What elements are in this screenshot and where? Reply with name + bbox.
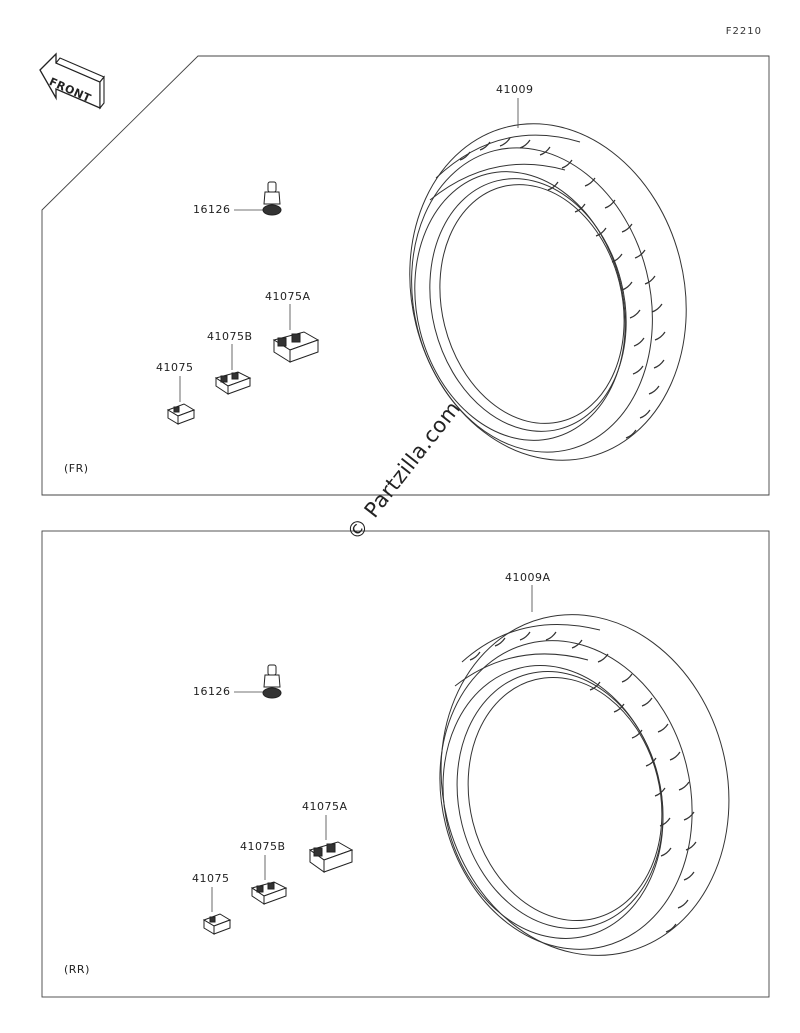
part-number-valve-fr: 16126 [193, 203, 231, 216]
part-number-weight-fr: 41075 [156, 361, 194, 374]
figure-code: F2210 [725, 26, 762, 37]
rear-tire-icon [439, 614, 730, 956]
balance-weight-icon [202, 913, 232, 935]
valve-stem-icon [262, 181, 282, 216]
balance-weight-b-icon [214, 371, 252, 395]
section-label-fr: (FR) [64, 462, 89, 475]
part-number-weight-b-fr: 41075B [207, 330, 253, 343]
balance-weight-a-icon [308, 841, 354, 873]
part-number-valve-rr: 16126 [193, 685, 231, 698]
part-number-tire-fr: 41009 [496, 83, 534, 96]
front-tire-icon [409, 123, 687, 461]
front-arrow-icon [39, 52, 105, 110]
panel-fr-frame [41, 55, 770, 496]
balance-weight-b-icon [250, 881, 288, 905]
section-label-rr: (RR) [64, 963, 90, 976]
balance-weight-icon [166, 403, 196, 425]
part-number-weight-b-rr: 41075B [240, 840, 286, 853]
part-number-weight-a-rr: 41075A [302, 800, 348, 813]
balance-weight-a-icon [272, 331, 320, 363]
part-number-tire-rr: 41009A [505, 571, 551, 584]
valve-stem-icon [262, 664, 282, 699]
leader-lines [179, 98, 533, 912]
panel-rr-frame [41, 530, 770, 998]
part-number-weight-a-fr: 41075A [265, 290, 311, 303]
part-number-weight-rr: 41075 [192, 872, 230, 885]
